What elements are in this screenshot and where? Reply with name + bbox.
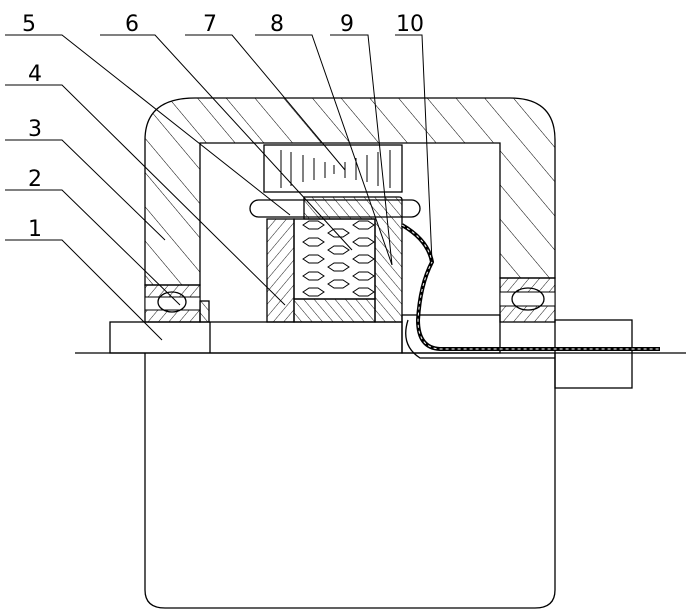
- label-7: 7: [203, 12, 217, 37]
- label-6: 6: [125, 12, 139, 37]
- core-bottom: [294, 299, 375, 322]
- outlet-pipe: [555, 320, 632, 388]
- label-2: 2: [28, 167, 42, 192]
- label-1: 1: [28, 217, 42, 242]
- label-9: 9: [340, 12, 354, 37]
- shaft-plate-1: [110, 322, 402, 353]
- label-4: 4: [28, 62, 42, 87]
- magnet-8: [264, 145, 402, 192]
- label-10: 10: [396, 12, 424, 37]
- lower-body: [145, 353, 555, 608]
- label-8: 8: [270, 12, 284, 37]
- label-5: 5: [22, 12, 36, 37]
- label-3: 3: [28, 117, 42, 142]
- core-left-4: [267, 219, 294, 322]
